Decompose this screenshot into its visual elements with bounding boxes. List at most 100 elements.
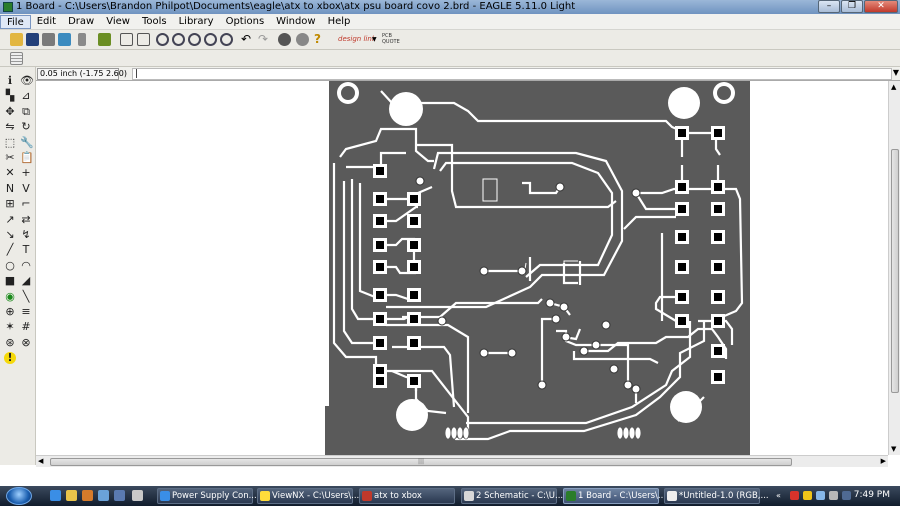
cut-icon[interactable]: ✂	[5, 151, 15, 164]
task-board[interactable]: 1 Board - C:\Users\...	[563, 488, 666, 504]
minimize-button[interactable]: –	[818, 0, 840, 13]
change-icon[interactable]: 🔧	[20, 135, 34, 149]
desktop-icon[interactable]	[98, 490, 109, 501]
menu-file[interactable]: File	[0, 14, 31, 29]
via[interactable]	[479, 348, 489, 358]
delete-icon[interactable]: ✕	[5, 166, 15, 180]
zoom-in-icon[interactable]	[156, 33, 169, 46]
cam-icon[interactable]	[58, 33, 71, 46]
wire-icon[interactable]: ╱	[6, 243, 14, 257]
media-icon[interactable]	[82, 490, 93, 501]
menu-draw[interactable]: Draw	[68, 15, 95, 27]
via[interactable]	[559, 302, 569, 312]
menu-tools[interactable]: Tools	[141, 15, 167, 27]
value-icon[interactable]: V	[22, 181, 30, 195]
errors-icon[interactable]: ⊗	[21, 335, 31, 349]
run-ulp-icon[interactable]	[98, 33, 111, 46]
via[interactable]	[579, 346, 589, 356]
group-icon[interactable]: ⬚	[4, 135, 16, 149]
vertical-scrollbar[interactable]: ▲ ▼	[888, 81, 900, 455]
help-icon[interactable]: ?	[314, 32, 321, 46]
tray-expand-icon[interactable]: «	[776, 491, 781, 500]
zoom-redraw-icon[interactable]	[188, 33, 201, 46]
zoom-area-icon[interactable]	[204, 33, 217, 46]
move-icon[interactable]: ✥	[5, 104, 15, 118]
menu-window[interactable]: Window	[276, 15, 316, 27]
menu-edit[interactable]: Edit	[36, 15, 57, 27]
via[interactable]	[631, 384, 641, 394]
script-icon[interactable]	[78, 33, 86, 46]
via[interactable]	[517, 266, 527, 276]
task-atx-to-xbox[interactable]: atx to xbox	[359, 488, 455, 504]
via[interactable]	[631, 188, 641, 198]
board-canvas[interactable]	[36, 81, 888, 455]
via[interactable]	[601, 320, 611, 330]
miter-icon[interactable]: ⌐	[21, 197, 31, 211]
split-icon[interactable]: ↗	[5, 212, 15, 226]
redo-icon[interactable]: ↷	[258, 32, 269, 46]
go-icon[interactable]	[296, 33, 309, 46]
erc-warning-icon[interactable]: !	[4, 352, 16, 365]
drc-icon[interactable]: ⊛	[5, 335, 15, 349]
print-icon[interactable]	[42, 33, 55, 46]
horizontal-scroll-thumb[interactable]: |||	[50, 458, 792, 466]
command-history-dropdown-icon[interactable]: ▼	[892, 68, 899, 77]
stop-icon[interactable]	[278, 33, 291, 46]
hole-icon[interactable]: ⊕	[5, 305, 15, 318]
signal-icon[interactable]: ╲	[22, 289, 30, 303]
folder-icon[interactable]	[66, 490, 77, 501]
menu-help[interactable]: Help	[327, 15, 351, 27]
shield-icon[interactable]	[803, 491, 812, 500]
via[interactable]	[537, 380, 547, 390]
open-icon[interactable]	[10, 33, 23, 46]
via[interactable]	[555, 182, 565, 192]
menu-library[interactable]: Library	[178, 15, 214, 27]
scroll-up-icon[interactable]: ▲	[891, 83, 897, 91]
command-input[interactable]: |	[132, 68, 892, 80]
ratsnest-icon[interactable]: ✶	[5, 320, 15, 334]
auto-icon[interactable]: #	[21, 320, 31, 334]
menu-options[interactable]: Options	[225, 15, 265, 27]
zoom-fit-icon[interactable]	[120, 33, 133, 46]
name-icon[interactable]: N	[5, 181, 15, 195]
horizontal-scrollbar[interactable]: ◀ ||| ▶	[36, 455, 888, 467]
clock[interactable]: 7:49 PM	[853, 490, 890, 500]
scroll-left-icon[interactable]: ◀	[38, 457, 44, 465]
via[interactable]	[507, 348, 517, 358]
task-power-supply[interactable]: Power Supply Con...	[157, 488, 257, 504]
via[interactable]	[561, 332, 571, 342]
via[interactable]	[479, 266, 489, 276]
display-icon[interactable]: ▚	[5, 89, 15, 103]
optimize-icon[interactable]: ⇄	[21, 212, 31, 226]
via-icon[interactable]: ◉	[5, 289, 15, 303]
zoom-out-icon[interactable]	[172, 33, 185, 46]
pcb-layout[interactable]	[36, 81, 888, 455]
save-icon[interactable]	[26, 33, 39, 46]
paste-icon[interactable]: 📋	[20, 151, 34, 164]
via[interactable]	[623, 380, 633, 390]
copy-icon[interactable]: ⧉	[22, 104, 30, 118]
zoom-last-icon[interactable]	[220, 33, 233, 46]
network-icon[interactable]	[816, 491, 825, 500]
via[interactable]	[415, 176, 425, 186]
maximize-button[interactable]: ❐	[841, 0, 863, 13]
polygon-icon[interactable]: ◢	[21, 274, 31, 288]
rotate-icon[interactable]: ↻	[21, 120, 31, 134]
show-desktop-icon[interactable]	[114, 490, 125, 501]
vertical-scroll-thumb[interactable]	[891, 149, 899, 393]
circle-icon[interactable]: ○	[5, 258, 15, 272]
add-icon[interactable]: +	[21, 166, 31, 180]
via[interactable]	[591, 340, 601, 350]
route-icon[interactable]: ↘	[5, 228, 15, 241]
text-icon[interactable]: T	[22, 243, 30, 257]
switch-windows-icon[interactable]	[132, 490, 143, 501]
scroll-right-icon[interactable]: ▶	[880, 457, 886, 465]
mark-icon[interactable]: ⊿	[21, 89, 31, 103]
start-button[interactable]	[6, 487, 32, 505]
menu-view[interactable]: View	[106, 15, 130, 27]
close-button[interactable]: ✕	[864, 0, 898, 13]
info-icon[interactable]: ℹ	[7, 74, 13, 87]
volume-icon[interactable]	[829, 491, 838, 500]
ripup-icon[interactable]: ↯	[21, 228, 31, 241]
task-schematic[interactable]: 2 Schematic - C:\U...	[461, 488, 563, 504]
